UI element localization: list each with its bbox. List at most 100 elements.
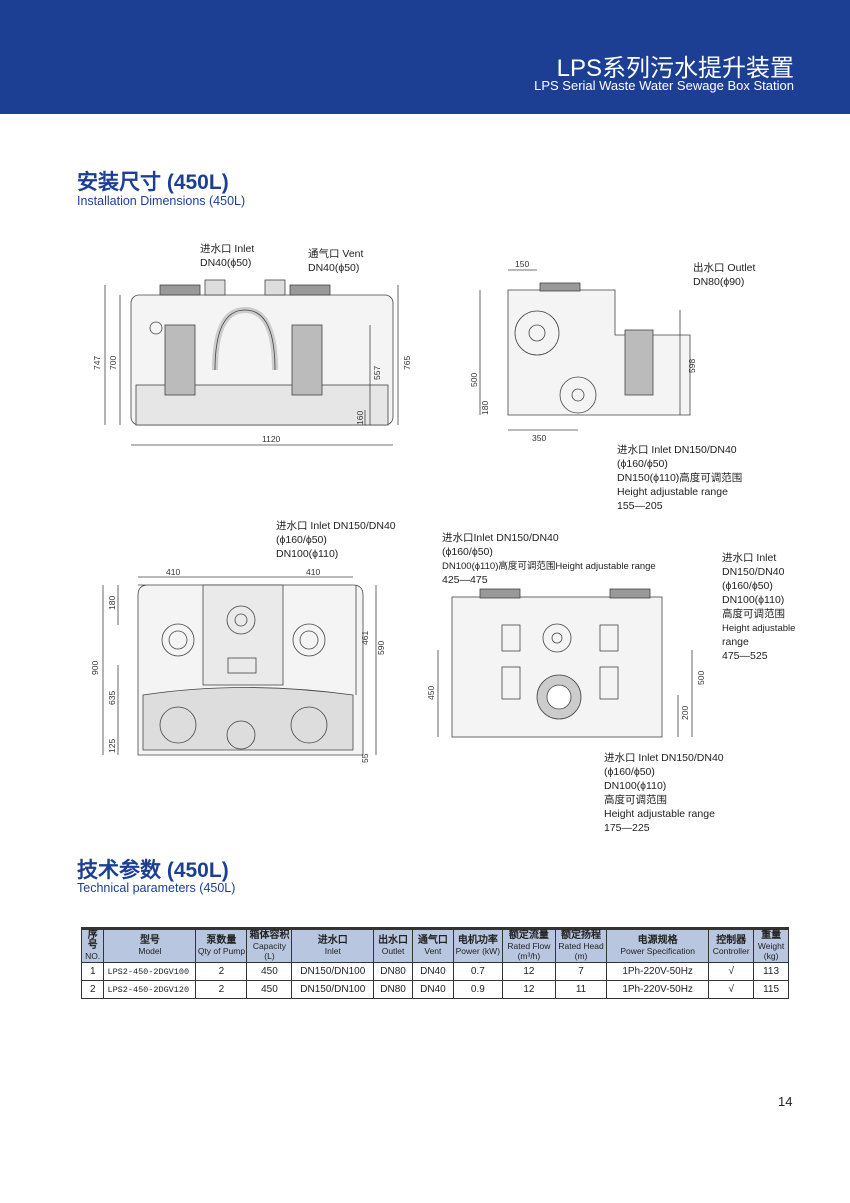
- side-outlet-size: DN80(ϕ90): [693, 276, 745, 288]
- top-dim-635: 635: [107, 691, 117, 705]
- cell-no: 1: [80, 962, 105, 981]
- side-inlet-line-1: 进水口 Inlet DN150/DN40: [617, 444, 737, 456]
- front-vent-size: DN40(ϕ50): [308, 262, 360, 274]
- side-dim-150: 150: [515, 259, 529, 269]
- top-dim-410-left: 410: [166, 567, 180, 577]
- back-inlet-right-line-1: 进水口 Inlet: [722, 552, 777, 564]
- back-inlet-right-line-8: 475—525: [722, 650, 768, 662]
- cell-power: 0.9: [452, 980, 503, 999]
- side-outlet-label: 出水口 Outlet: [693, 262, 756, 274]
- side-inlet-line-4: Height adjustable range: [617, 486, 728, 498]
- back-inlet-right-line-7: range: [722, 636, 749, 648]
- cell-capacity: 450: [246, 980, 293, 999]
- side-dim-598: 598: [687, 359, 697, 373]
- table-row: 2 LPS2-450-2DGV120 2 450 DN150/DN100 DN8…: [80, 980, 789, 999]
- tech-subtitle: Technical parameters (450L): [77, 881, 236, 895]
- cell-inlet: DN150/DN100: [291, 962, 375, 981]
- top-dim-55: 55: [360, 753, 370, 763]
- back-inlet-bottom-line-6: 175—225: [604, 822, 650, 834]
- top-dim-590: 590: [376, 641, 386, 655]
- tech-title: 技术参数 (450L): [77, 859, 229, 882]
- cell-vent: DN40: [411, 962, 454, 981]
- front-dim-width: 1120: [262, 434, 281, 444]
- install-subtitle: Installation Dimensions (450L): [77, 194, 246, 208]
- back-dim-200: 200: [680, 706, 690, 720]
- side-dim-180: 180: [480, 401, 490, 415]
- back-inlet-right-line-5: 高度可调范围: [722, 608, 785, 620]
- back-inlet-bottom-line-4: 高度可调范围: [604, 794, 667, 806]
- top-view-drawing: 410 410 180 900 635 125 461 590 55: [90, 567, 386, 763]
- front-view-drawing: 1120 747 700 557 765 160: [92, 279, 412, 446]
- front-dim-160: 160: [355, 411, 365, 425]
- cell-flow: 12: [501, 962, 556, 981]
- front-dim-747: 747: [92, 356, 102, 370]
- top-dim-900: 900: [90, 661, 100, 675]
- cell-head: 11: [554, 980, 608, 999]
- cell-outlet: DN80: [373, 980, 413, 999]
- back-inlet-bottom-line-3: DN100(ϕ110): [604, 780, 667, 792]
- front-dim-557: 557: [372, 366, 382, 380]
- header-subtitle: LPS Serial Waste Water Sewage Box Statio…: [534, 78, 794, 93]
- header-banner: LPS系列污水提升装置 LPS Serial Waste Water Sewag…: [0, 0, 850, 114]
- side-dim-350: 350: [532, 433, 546, 443]
- back-inlet-top-line-3: DN100(ϕ110)高度可调范围Height adjustable range: [442, 561, 656, 572]
- page-number: 14: [778, 1094, 793, 1109]
- front-inlet-label: 进水口 Inlet: [200, 243, 255, 255]
- cell-head: 7: [554, 962, 608, 981]
- back-inlet-bottom-line-2: (ϕ160/ϕ50): [604, 766, 655, 778]
- cell-outlet: DN80: [373, 962, 413, 981]
- back-inlet-right-line-3: (ϕ160/ϕ50): [722, 580, 773, 592]
- back-view-drawing: 450 500 200: [426, 588, 706, 738]
- side-inlet-line-5: 155—205: [617, 500, 663, 512]
- back-inlet-bottom-line-5: Height adjustable range: [604, 808, 715, 820]
- front-inlet-size: DN40(ϕ50): [200, 257, 252, 269]
- table-top-rule: [81, 927, 789, 929]
- top-inlet-line-1: 进水口 Inlet DN150/DN40: [276, 520, 396, 532]
- top-dim-180: 180: [107, 596, 117, 610]
- cell-flow: 12: [501, 980, 556, 999]
- cell-qty: 2: [195, 980, 248, 999]
- cell-power-spec: 1Ph-220V-50Hz: [606, 962, 710, 981]
- top-inlet-line-3: DN100(ϕ110): [276, 548, 339, 560]
- cell-model: LPS2-450-2DGV100: [103, 962, 197, 981]
- top-dim-125: 125: [107, 739, 117, 753]
- front-vent-label: 通气口 Vent: [308, 248, 364, 260]
- back-inlet-bottom-line-1: 进水口 Inlet DN150/DN40: [604, 752, 724, 764]
- side-inlet-line-2: (ϕ160/ϕ50): [617, 458, 668, 470]
- cell-controller: √: [708, 980, 755, 999]
- cell-weight: 113: [753, 962, 789, 981]
- cell-power-spec: 1Ph-220V-50Hz: [606, 980, 710, 999]
- back-inlet-top-line-2: (ϕ160/ϕ50): [442, 546, 493, 558]
- side-view-drawing: 150 350 500 180 598: [469, 259, 697, 443]
- cell-weight: 115: [753, 980, 789, 999]
- back-dim-450: 450: [426, 686, 436, 700]
- front-dim-765: 765: [402, 356, 412, 370]
- top-dim-461: 461: [360, 631, 370, 645]
- table-row: 1 LPS2-450-2DGV100 2 450 DN150/DN100 DN8…: [80, 962, 789, 981]
- cell-model: LPS2-450-2DGV120: [103, 980, 197, 999]
- cell-qty: 2: [195, 962, 248, 981]
- cell-controller: √: [708, 962, 755, 981]
- cell-capacity: 450: [246, 962, 293, 981]
- top-dim-410-right: 410: [306, 567, 320, 577]
- back-inlet-right-line-2: DN150/DN40: [722, 566, 785, 578]
- back-inlet-right-line-4: DN100(ϕ110): [722, 594, 785, 606]
- cell-no: 2: [80, 980, 105, 999]
- header-title: LPS系列污水提升装置: [556, 55, 794, 82]
- back-dim-500: 500: [696, 671, 706, 685]
- cell-vent: DN40: [411, 980, 454, 999]
- side-dim-500: 500: [469, 373, 479, 387]
